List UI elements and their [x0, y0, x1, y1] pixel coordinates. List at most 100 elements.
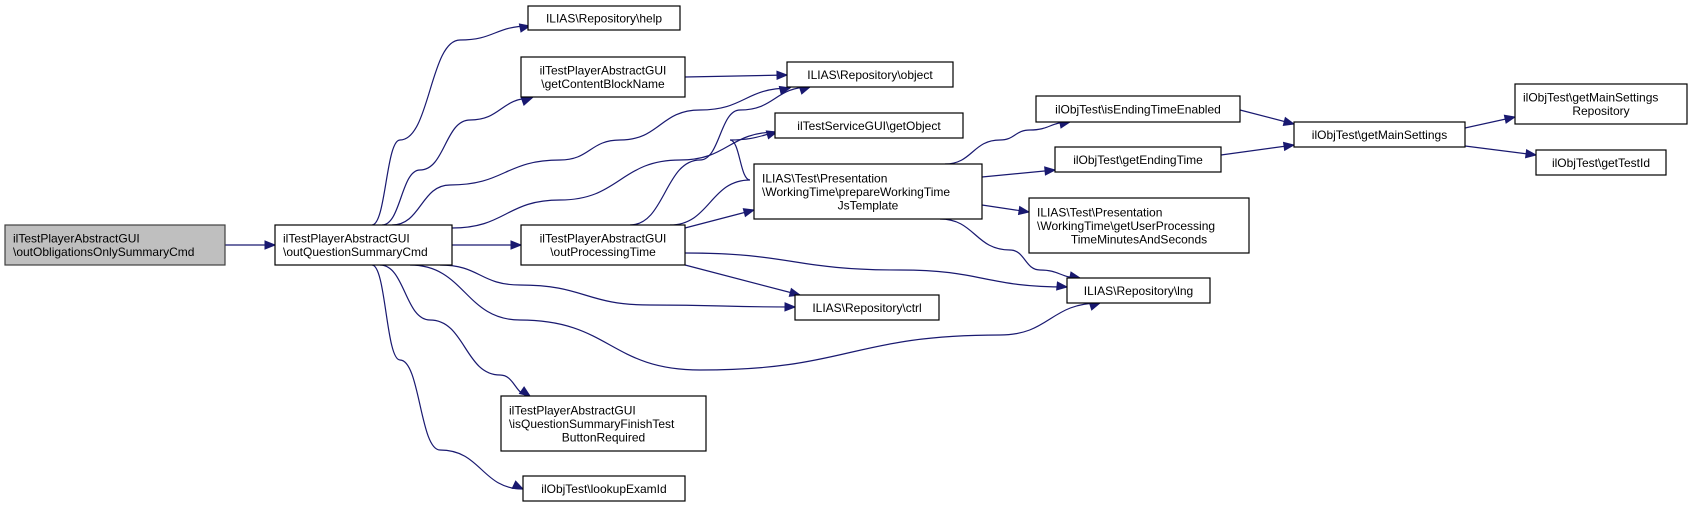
- node-ctrl[interactable]: ILIAS\Repository\ctrl: [794, 294, 940, 321]
- edge-line: [684, 252, 1068, 288]
- edge-mainset-to-msrepo: [1464, 114, 1517, 129]
- edge-qsum-to-getobj: [451, 130, 779, 229]
- arrowhead-icon: [1044, 166, 1057, 176]
- node-label: ilTestPlayerAbstractGUI: [509, 403, 636, 417]
- edge-prep-to-userproc: [981, 204, 1031, 216]
- arrowhead-icon: [1282, 141, 1296, 152]
- edge-qsum-to-lng: [409, 264, 1102, 371]
- node-label: \outObligationsOnlySummaryCmd: [13, 245, 194, 259]
- node-box[interactable]: [522, 475, 686, 502]
- node-cbn[interactable]: ilTestPlayerAbstractGUI\getContentBlockN…: [520, 56, 686, 98]
- node-box[interactable]: [753, 163, 983, 220]
- node-prep[interactable]: ILIAS\Test\Presentation\WorkingTime\prep…: [753, 163, 983, 220]
- edge-line: [391, 87, 791, 226]
- edge-qsum-to-object: [391, 85, 792, 226]
- edge-root-to-qsum: [225, 240, 277, 250]
- node-box[interactable]: [1535, 149, 1667, 176]
- node-label: ilTestPlayerAbstractGUI: [540, 232, 667, 246]
- node-label: ILIAS\Repository\help: [546, 11, 662, 25]
- node-root[interactable]: ilTestPlayerAbstractGUI\outObligationsOn…: [4, 224, 226, 266]
- edge-ending-to-mainset: [1220, 141, 1296, 156]
- node-ending[interactable]: ilObjTest\getEndingTime: [1054, 146, 1222, 173]
- edge-line: [684, 209, 755, 229]
- edge-prep-to-ending_en: [944, 119, 1072, 165]
- node-label: \WorkingTime\prepareWorkingTime: [762, 185, 950, 199]
- node-box[interactable]: [1028, 197, 1250, 254]
- edge-line: [371, 25, 531, 226]
- node-label: ILIAS\Test\Presentation: [1037, 205, 1162, 219]
- arrowhead-icon: [1056, 281, 1069, 291]
- node-box[interactable]: [500, 395, 707, 452]
- node-label: JsTemplate: [838, 198, 899, 212]
- node-label: ilObjTest\isEndingTimeEnabled: [1055, 102, 1221, 116]
- edge-proc-to-object: [629, 85, 812, 226]
- node-label: ilObjTest\getMainSettings: [1312, 128, 1447, 142]
- node-label: ilTestPlayerAbstractGUI: [283, 232, 410, 246]
- arrowhead-icon: [511, 480, 525, 490]
- node-box[interactable]: [520, 224, 686, 266]
- node-label: \getContentBlockName: [541, 77, 665, 91]
- edge-line: [451, 131, 778, 229]
- edge-prep-to-ending: [981, 166, 1057, 178]
- node-label: ILIAS\Test\Presentation: [762, 171, 887, 185]
- node-box[interactable]: [1035, 95, 1241, 123]
- node-label: ilObjTest\getMainSettings: [1523, 91, 1658, 105]
- node-testid[interactable]: ilObjTest\getTestId: [1535, 149, 1667, 176]
- node-label: ilObjTest\lookupExamId: [541, 482, 666, 496]
- node-mainset[interactable]: ilObjTest\getMainSettings: [1293, 121, 1466, 148]
- node-label: ILIAS\Repository\lng: [1084, 284, 1193, 298]
- arrowhead-icon: [784, 302, 797, 312]
- node-finish[interactable]: ilTestPlayerAbstractGUI\isQuestionSummar…: [500, 395, 707, 452]
- node-qsum[interactable]: ilTestPlayerAbstractGUI\outQuestionSumma…: [274, 224, 453, 266]
- node-box[interactable]: [786, 61, 954, 88]
- arrowhead-icon: [518, 23, 532, 33]
- arrowhead-icon: [1017, 205, 1031, 216]
- arrowhead-icon: [776, 70, 789, 80]
- node-label: \outProcessingTime: [550, 245, 656, 259]
- node-box[interactable]: [1054, 146, 1222, 173]
- edge-proc-to-ctrl: [684, 264, 802, 297]
- arrowhead-icon: [742, 208, 756, 218]
- node-box[interactable]: [274, 224, 453, 266]
- edge-line: [409, 264, 1101, 371]
- edge-mainset-to-testid: [1464, 145, 1538, 159]
- arrowhead-icon: [1282, 116, 1296, 126]
- edge-proc-to-lng: [684, 252, 1069, 291]
- edge-qsum-to-proc: [452, 240, 523, 250]
- arrowhead-icon: [264, 240, 277, 250]
- node-exam[interactable]: ilObjTest\lookupExamId: [522, 475, 686, 502]
- node-object[interactable]: ILIAS\Repository\object: [786, 61, 954, 88]
- edge-line: [1220, 144, 1295, 156]
- node-help[interactable]: ILIAS\Repository\help: [527, 5, 681, 31]
- node-label: Repository: [1572, 104, 1629, 118]
- edge-line: [371, 264, 524, 490]
- node-label: ILIAS\Repository\object: [807, 68, 933, 82]
- node-box[interactable]: [1514, 83, 1688, 125]
- edge-line: [944, 121, 1071, 165]
- node-box[interactable]: [4, 224, 226, 266]
- node-lng[interactable]: ILIAS\Repository\lng: [1066, 277, 1211, 304]
- node-ending_en[interactable]: ilObjTest\isEndingTimeEnabled: [1035, 95, 1241, 123]
- edge-line: [1464, 145, 1537, 156]
- node-label: ilTestPlayerAbstractGUI: [540, 64, 667, 78]
- node-box[interactable]: [527, 5, 681, 31]
- edge-line: [981, 169, 1056, 178]
- node-box[interactable]: [1293, 121, 1466, 148]
- edge-line: [684, 74, 788, 78]
- node-label: \outQuestionSummaryCmd: [283, 245, 428, 259]
- edge-qsum-to-ctrl: [439, 264, 797, 312]
- edge-qsum-to-finish: [379, 264, 532, 397]
- node-userproc[interactable]: ILIAS\Test\Presentation\WorkingTime\getU…: [1028, 197, 1250, 254]
- node-box[interactable]: [1066, 277, 1211, 304]
- node-proc[interactable]: ilTestPlayerAbstractGUI\outProcessingTim…: [520, 224, 686, 266]
- node-label: \WorkingTime\getUserProcessing: [1037, 219, 1215, 233]
- node-box[interactable]: [794, 294, 940, 321]
- edge-qsum-to-help: [371, 23, 532, 226]
- node-label: ilObjTest\getTestId: [1552, 156, 1650, 170]
- node-getobj[interactable]: ilTestServiceGUI\getObject: [774, 112, 964, 139]
- node-label: \isQuestionSummaryFinishTest: [509, 417, 675, 431]
- node-box[interactable]: [774, 112, 964, 139]
- node-box[interactable]: [520, 56, 686, 98]
